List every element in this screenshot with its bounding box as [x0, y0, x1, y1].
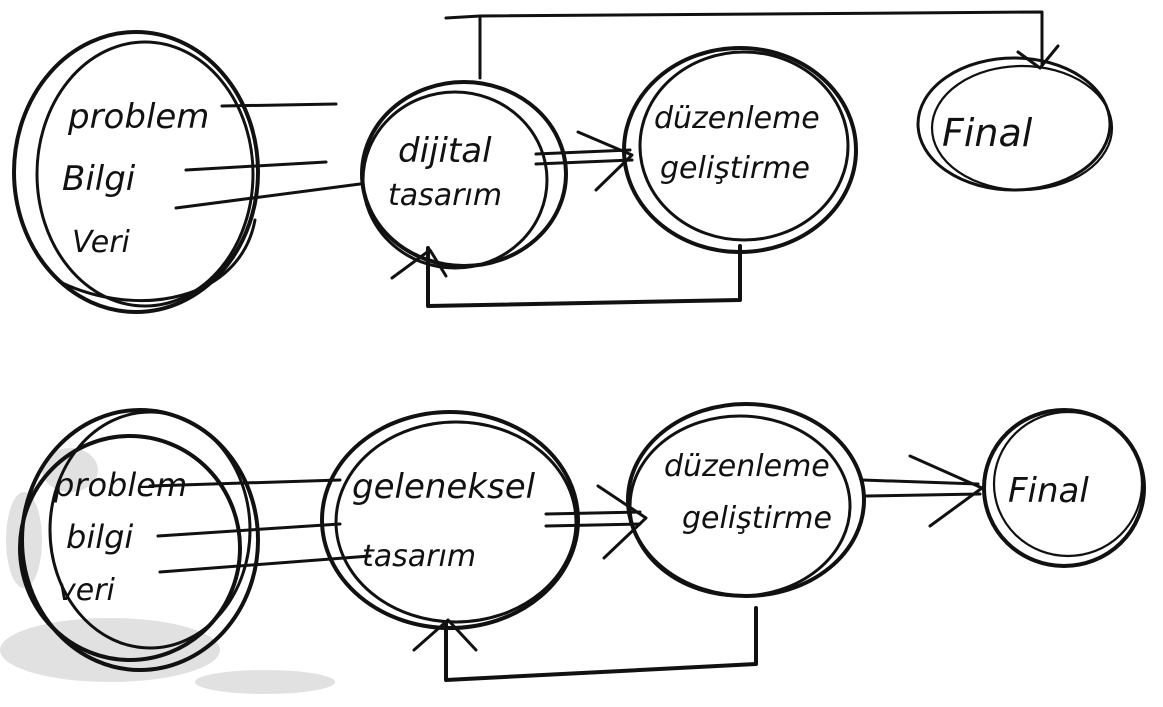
bottom-arrow-review-final [860, 454, 984, 528]
bottom-review-node: düzenleme geliştirme [626, 402, 866, 598]
bottom-arrow-shaft-2 [544, 522, 642, 528]
bottom-connector-problem [148, 478, 342, 488]
top-skip-line [478, 10, 1044, 80]
bottom-arrow-shaft-1 [544, 510, 642, 516]
bottom-final-circle [982, 408, 1146, 568]
top-review-line-1: düzenleme [654, 101, 820, 136]
bottom-connector-veri [158, 554, 372, 574]
top-feedback-loop [390, 244, 742, 308]
top-design-line-2: tasarım [388, 178, 502, 213]
bottom-feedback-arrowhead [412, 618, 478, 652]
top-arrow-shaft-2 [534, 158, 634, 166]
top-input-circle-overdraw [35, 40, 255, 308]
bottom-final-shaft-2 [864, 492, 982, 498]
top-review-line-2: geliştirme [660, 151, 810, 186]
bottom-input-node: problem bilgi veri [18, 408, 260, 672]
top-arrow-head [576, 130, 634, 192]
bottom-review-line-2: geliştirme [682, 501, 832, 536]
top-design-circle [360, 80, 568, 268]
top-input-circle [12, 30, 260, 314]
top-input-line-1: problem [67, 97, 209, 137]
bottom-diagram: problem bilgi veri geleneksel tasarım [18, 402, 1146, 682]
bottom-design-node: geleneksel tasarım [320, 410, 580, 630]
top-skip-path [444, 10, 1060, 80]
bottom-review-circle-overdraw [628, 414, 852, 598]
top-connector-bilgi [184, 160, 328, 172]
top-arrow-design-review [534, 130, 634, 192]
top-input-line-3: Veri [72, 225, 131, 260]
bottom-final-label: Final [1008, 471, 1089, 511]
bottom-design-circle-overdraw [334, 420, 578, 624]
top-final-node: Final [916, 56, 1114, 192]
top-input-line-2: Bilgi [62, 159, 136, 199]
bottom-final-node: Final [982, 408, 1146, 568]
bottom-connector-bilgi [156, 522, 342, 538]
top-input-underloop [58, 218, 257, 302]
top-diagram: problem Bilgi Veri dijital tasarım d [12, 10, 1114, 314]
top-input-connectors [174, 102, 362, 210]
top-final-circle-overdraw [930, 64, 1114, 192]
bottom-input-connectors [148, 478, 372, 574]
top-input-node: problem Bilgi Veri [12, 30, 260, 314]
top-review-circle-overdraw [638, 50, 850, 242]
top-design-node: dijital tasarım [360, 80, 568, 270]
top-review-circle [622, 46, 858, 254]
bottom-design-line-2: tasarım [362, 539, 476, 574]
bottom-feedback-loop [412, 606, 758, 682]
bottom-arrow-design-review [544, 484, 648, 560]
bottom-final-arrowhead [908, 454, 984, 528]
bottom-review-circle [626, 402, 866, 598]
top-feedback-line [426, 244, 742, 308]
top-skip-arrowhead [1016, 44, 1060, 70]
bottom-input-line-3: veri [58, 573, 116, 608]
top-connector-veri [174, 182, 362, 210]
bottom-design-line-1: geleneksel [352, 467, 536, 507]
bottom-final-circle-overdraw [992, 410, 1144, 558]
bottom-input-circle-overdraw-1 [18, 434, 242, 662]
bottom-arrow-head [596, 484, 648, 560]
bottom-final-shaft-1 [860, 478, 980, 486]
top-review-node: düzenleme geliştirme [622, 46, 858, 254]
top-design-line-1: dijital [398, 131, 492, 171]
top-connector-problem [220, 102, 338, 108]
bottom-feedback-line [444, 606, 758, 682]
bottom-input-line-2: bilgi [66, 518, 133, 556]
bottom-design-circle [320, 410, 580, 630]
bottom-review-line-1: düzenleme [664, 449, 830, 484]
top-feedback-arrowhead [390, 248, 448, 280]
top-arrow-shaft-1 [534, 148, 632, 156]
top-final-label: Final [942, 111, 1033, 155]
top-skip-start-tick [444, 14, 482, 20]
top-design-circle-overdraw [361, 90, 549, 270]
